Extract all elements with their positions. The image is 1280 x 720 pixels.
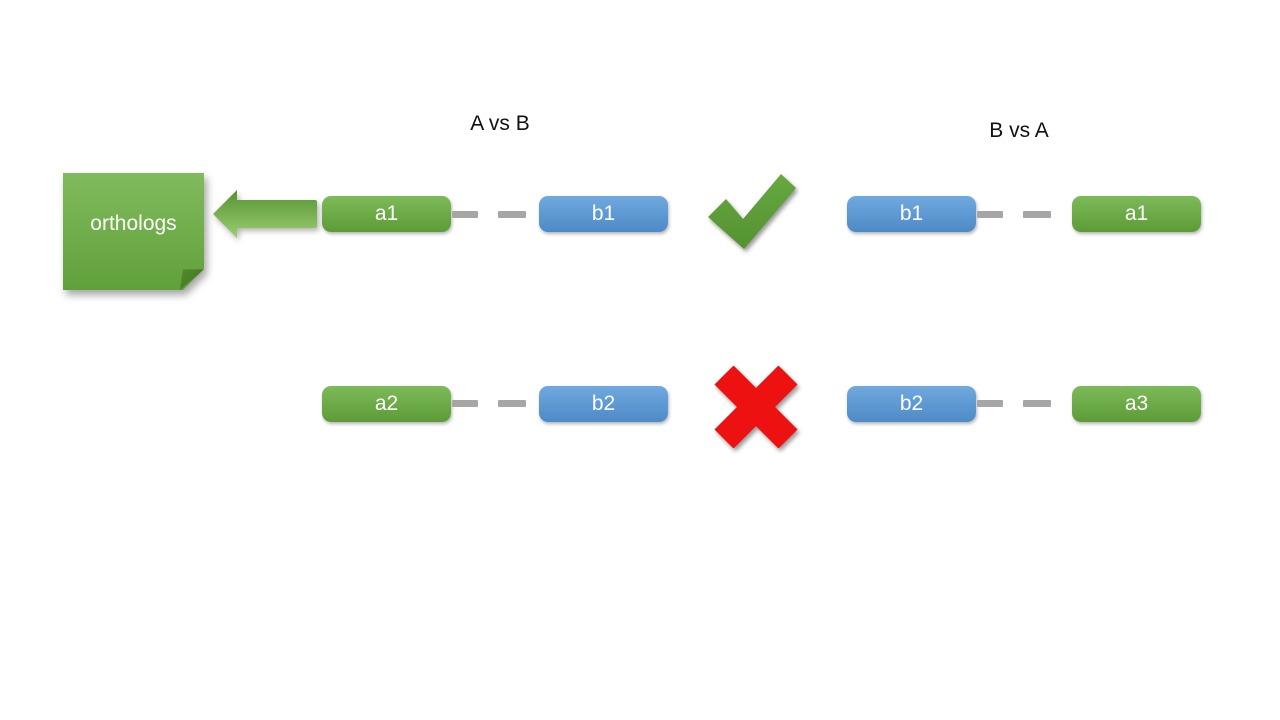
connector-dash (498, 400, 526, 407)
gene-label: b1 (899, 202, 924, 225)
gene-box-a1-right: a1 (1072, 196, 1201, 232)
gene-label: b2 (591, 392, 616, 415)
gene-box-b1-right: b1 (847, 196, 976, 232)
gene-label: a1 (1124, 202, 1149, 225)
connector-dash (977, 400, 1003, 407)
gene-box-b1-left: b1 (539, 196, 668, 232)
gene-label: a1 (374, 202, 399, 225)
connector-dash (977, 211, 1003, 218)
connector-dash (1023, 400, 1051, 407)
header-a-vs-b: A vs B (470, 112, 530, 135)
connector-dash (452, 211, 478, 218)
cross-icon (714, 365, 798, 453)
check-icon (706, 171, 798, 256)
note-shape: orthologs (63, 173, 204, 290)
gene-label: a2 (374, 392, 399, 415)
header-b-vs-a: B vs A (989, 119, 1049, 142)
connector-dash (1023, 211, 1051, 218)
note-label: orthologs (90, 211, 177, 235)
connector-dash (498, 211, 526, 218)
left-arrow-icon (212, 189, 318, 244)
folded-corner-icon (180, 266, 204, 290)
orthologs-note: orthologs (63, 173, 204, 290)
gene-box-a3-right: a3 (1072, 386, 1201, 422)
gene-label: a3 (1124, 392, 1149, 415)
gene-box-a1-left: a1 (322, 196, 451, 232)
connector-dash (452, 400, 478, 407)
gene-box-b2-right: b2 (847, 386, 976, 422)
gene-label: b1 (591, 202, 616, 225)
gene-label: b2 (899, 392, 924, 415)
gene-box-b2-left: b2 (539, 386, 668, 422)
gene-box-a2-left: a2 (322, 386, 451, 422)
